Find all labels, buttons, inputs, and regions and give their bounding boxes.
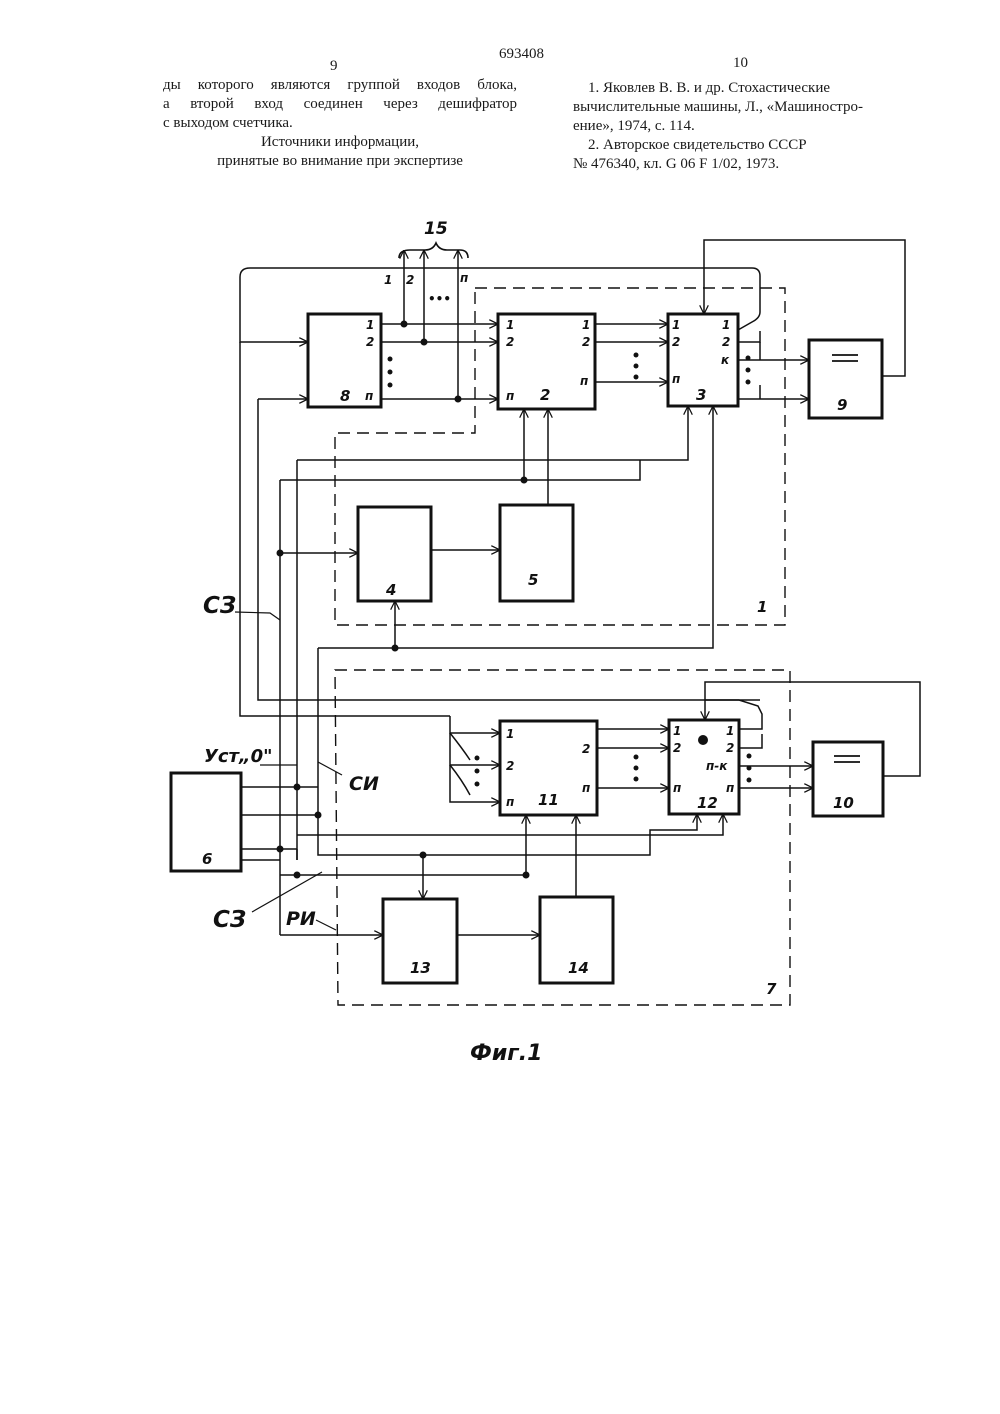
- block-5-label: 5: [528, 571, 538, 589]
- block-2-label: 2: [540, 386, 550, 404]
- pin-label: 1: [722, 318, 730, 332]
- block-10-label: 10: [833, 794, 854, 812]
- signal-label-sz-top: СЗ: [203, 593, 236, 619]
- pin-label: п: [580, 374, 588, 388]
- signal-label-si: СИ: [349, 773, 379, 795]
- pin-label: 2: [406, 273, 414, 287]
- pin-label: п: [672, 372, 680, 386]
- pin-label: 1: [366, 318, 374, 332]
- pin-label: 1: [506, 318, 514, 332]
- pin-label: 2: [673, 741, 681, 755]
- pin-label: п: [506, 389, 514, 403]
- block-1-label: 1: [757, 598, 767, 616]
- pin-label: •••: [428, 292, 451, 306]
- block-6-label: 6: [202, 850, 212, 868]
- block-4-label: 4: [385, 581, 396, 599]
- figure-caption: Фиг.1: [470, 1041, 542, 1066]
- block-13-label: 13: [410, 959, 431, 977]
- pin-label: п: [726, 781, 734, 795]
- pin-label: 1: [673, 724, 681, 738]
- pin-label: 1: [506, 727, 514, 741]
- pin-label: п: [365, 389, 373, 403]
- signal-label-ust0: Уст„0": [204, 746, 272, 767]
- pin-label: п: [673, 781, 681, 795]
- pin-label: 1: [672, 318, 680, 332]
- block-14-label: 14: [568, 959, 589, 977]
- block-12-label: 12: [697, 794, 718, 812]
- pin-label: 1: [384, 273, 392, 287]
- pin-label: 1: [582, 318, 590, 332]
- pin-label: п: [460, 271, 468, 285]
- pin-label: 2: [722, 335, 730, 349]
- pin-label: 2: [726, 741, 734, 755]
- pin-label: п: [582, 781, 590, 795]
- bus-15-label: 15: [424, 219, 448, 239]
- block-9-label: 9: [837, 396, 847, 414]
- block-3-label: 3: [696, 386, 706, 404]
- pin-label: 2: [506, 335, 514, 349]
- pin-label: 2: [506, 759, 514, 773]
- pin-label: 1: [726, 724, 734, 738]
- pin-label: 2: [582, 335, 590, 349]
- pin-label: к: [721, 353, 730, 367]
- pin-label: п: [506, 795, 514, 809]
- block-8-label: 8: [340, 387, 350, 405]
- block-1-boundary: [335, 288, 785, 625]
- pin-label: 2: [582, 742, 590, 756]
- pin-label: 2: [672, 335, 680, 349]
- block-7-label: 7: [766, 980, 777, 998]
- signal-label-ri: РИ: [286, 908, 316, 930]
- block-11-label: 11: [538, 791, 559, 809]
- pin-label: п-к: [706, 759, 728, 773]
- signal-label-sz-bottom: СЗ: [213, 907, 246, 933]
- pin-label: 2: [366, 335, 374, 349]
